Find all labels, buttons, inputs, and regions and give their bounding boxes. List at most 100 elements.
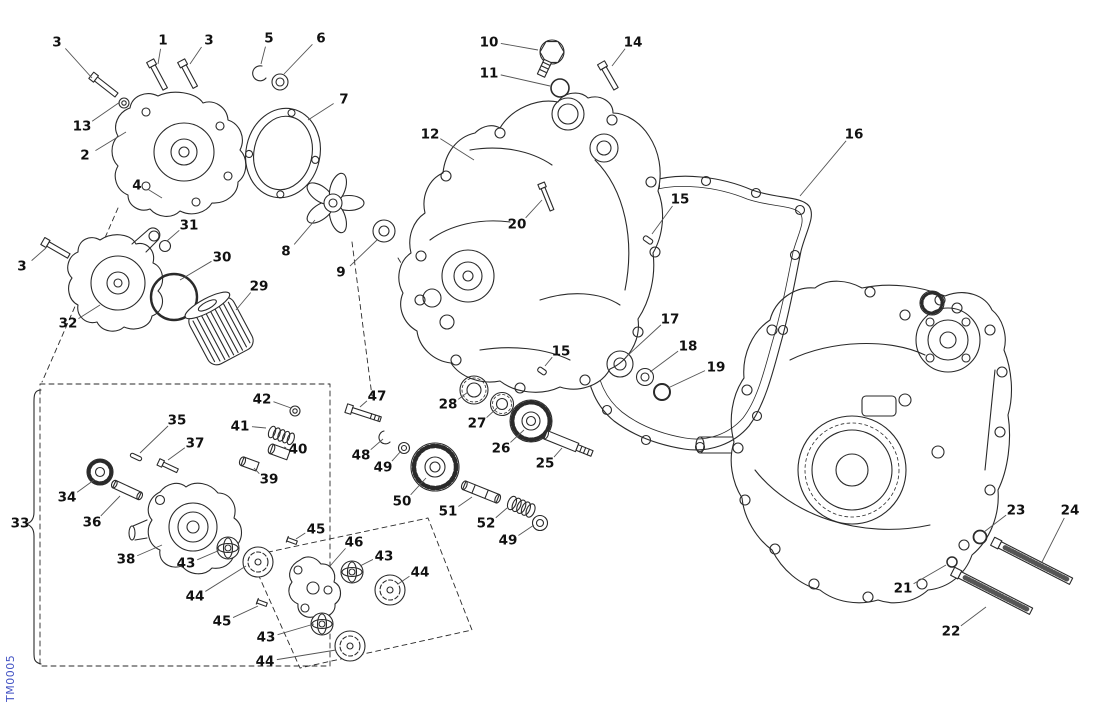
part-46-pump-cover	[288, 556, 342, 618]
part-11-oring	[550, 78, 570, 98]
part-3-bolt	[40, 236, 71, 259]
part-label: 5	[264, 31, 273, 47]
leader-line	[500, 43, 539, 51]
leader-line	[799, 140, 847, 197]
leader-line	[625, 324, 662, 358]
part-22-stud	[950, 566, 1034, 615]
part-31-oring	[158, 239, 172, 253]
leader-line	[295, 532, 306, 540]
part-18-washer	[635, 367, 655, 387]
part-30-oring	[149, 272, 199, 322]
part-10-oil-plug	[536, 39, 565, 78]
part-label: 38	[117, 552, 136, 568]
leader-line	[31, 247, 47, 261]
leader-line	[273, 401, 292, 409]
part-label: 15	[552, 344, 571, 360]
leader-line	[232, 605, 259, 618]
part-1-bolt	[146, 58, 168, 91]
part-52-spring	[506, 495, 536, 518]
part-3-bolt	[88, 71, 119, 98]
part-41-spring	[267, 425, 295, 446]
part-9-seal	[372, 219, 396, 243]
part-label: 3	[17, 259, 26, 275]
part-36-shaft	[110, 479, 144, 501]
part-label: 9	[336, 265, 345, 281]
part-28-bearing	[459, 375, 489, 405]
part-27-bearing	[489, 391, 515, 417]
leader-line	[95, 131, 127, 151]
leader-line	[410, 477, 427, 496]
leader-line	[91, 101, 121, 122]
part-44-outer-rotor	[242, 546, 274, 578]
leader-line	[197, 549, 221, 561]
leader-line	[139, 425, 169, 454]
part-43-inner-rotor	[216, 536, 240, 560]
part-label: 20	[508, 217, 527, 233]
assembly-boxes	[25, 207, 473, 669]
leader-line	[983, 514, 1007, 533]
leader-line	[667, 370, 706, 389]
part-label: 18	[679, 339, 698, 355]
leader-line	[251, 426, 267, 429]
leader-line	[611, 48, 626, 67]
part-26-gear	[509, 399, 553, 443]
part-label: 41	[231, 419, 250, 435]
part-37-bolt	[156, 458, 179, 474]
part-label: 45	[307, 522, 326, 538]
part-43-inner-rotor	[310, 612, 334, 636]
leader-line	[100, 495, 121, 517]
part-5-circlip	[252, 65, 267, 82]
part-42-washer	[289, 405, 301, 417]
leader-line	[651, 205, 673, 235]
part-label: 43	[375, 549, 394, 565]
part-label: 52	[477, 516, 496, 532]
leader-line	[458, 496, 473, 507]
part-label: 6	[316, 31, 325, 47]
part-label: 1	[158, 33, 167, 49]
leader-line	[329, 548, 346, 567]
part-50-gear	[410, 442, 460, 492]
part-label: 25	[536, 456, 555, 472]
leader-line	[518, 524, 535, 536]
leader-line	[189, 46, 202, 65]
part-label: 30	[213, 250, 232, 266]
leader-line	[544, 356, 553, 367]
part-label: 51	[439, 504, 458, 520]
part-49-washer	[531, 514, 549, 532]
part-43-inner-rotor	[340, 560, 364, 584]
part-label: 8	[281, 244, 290, 260]
leader-line	[397, 575, 410, 585]
part-label: 43	[257, 630, 276, 646]
part-45-screw	[255, 597, 268, 607]
leader-line	[76, 479, 95, 493]
part-label: 32	[59, 316, 78, 332]
part-label: 24	[1061, 503, 1080, 519]
part-35-pin	[129, 452, 143, 462]
leader-line	[913, 564, 947, 585]
part-label: 44	[186, 589, 205, 605]
drawing-code: TM0005	[4, 654, 17, 702]
part-label: 16	[845, 127, 864, 143]
part-3-bolt	[177, 58, 199, 89]
part-label: 29	[250, 279, 269, 295]
part-label: 27	[468, 416, 487, 432]
part-label: 44	[411, 565, 430, 581]
part-label: 22	[942, 624, 961, 640]
part-label: 39	[260, 472, 279, 488]
part-8-impeller	[306, 172, 365, 234]
leader-line	[359, 400, 368, 408]
leader-line	[960, 606, 987, 627]
part-34-gear	[86, 458, 114, 486]
leader-line	[166, 229, 180, 242]
part-label: 19	[707, 360, 726, 376]
leader-line	[391, 450, 402, 462]
part-6-seal	[271, 73, 289, 91]
leader-line	[205, 565, 247, 592]
part-44-outer-rotor	[334, 630, 366, 662]
part-14-bolt	[596, 60, 619, 91]
leader-line	[260, 46, 266, 65]
leader-line	[283, 446, 287, 449]
part-label: 42	[253, 392, 272, 408]
leader-line	[283, 43, 313, 75]
